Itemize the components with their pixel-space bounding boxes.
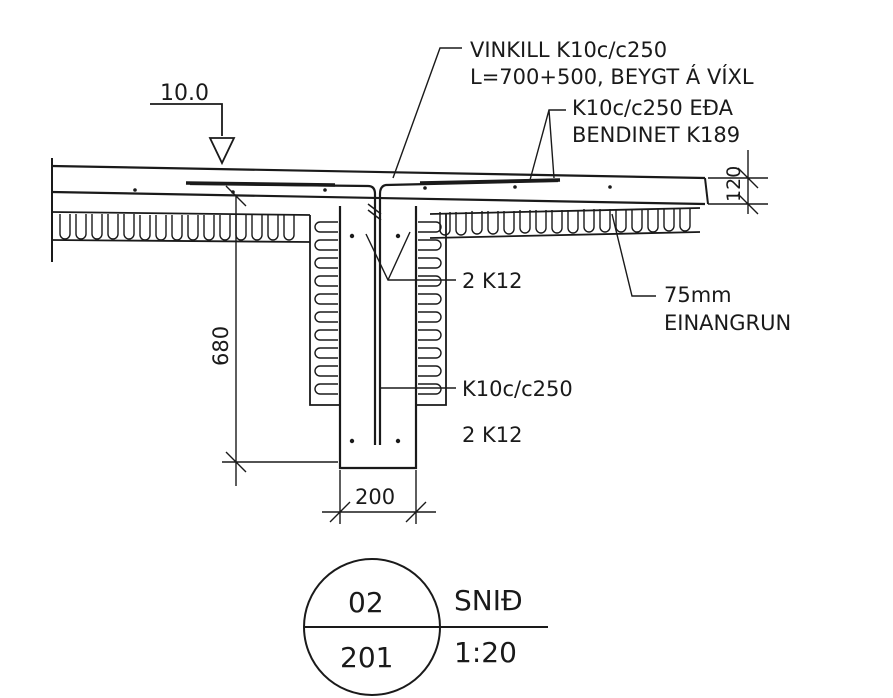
concrete-slab	[51, 158, 709, 262]
dimension-beam-depth: 680	[209, 185, 338, 486]
rebar-dot	[395, 438, 401, 444]
label-mesh-line2: BENDINET K189	[572, 123, 740, 147]
label-bars-bottom: 2 K12	[462, 423, 523, 447]
section-tag-number: 02	[348, 586, 384, 619]
label-stirrups: K10c/c250	[462, 377, 573, 401]
concrete-beam	[338, 206, 418, 470]
load-arrow: 10.0	[150, 81, 236, 166]
section-tag: 02 201 SNIÐ 1:20	[303, 558, 548, 696]
label-bars-top: 2 K12	[462, 269, 523, 293]
label-vinkill-line2: L=700+500, BEYGT Á VÍXL	[470, 64, 754, 89]
leader-lines	[365, 47, 656, 389]
rebar-dot	[423, 186, 427, 190]
label-insulation-line1: 75mm	[664, 283, 732, 307]
beam-insulation	[309, 214, 447, 406]
rebar-dot	[349, 438, 355, 444]
dimension-beam-depth-label: 680	[209, 326, 233, 366]
reinforcement	[133, 178, 612, 445]
rebar-dot	[349, 233, 355, 239]
rebar-dot	[395, 233, 401, 239]
dimension-slab-thickness: 120	[708, 150, 768, 215]
dimension-beam-width: 200	[322, 470, 436, 524]
label-insulation-line2: EINANGRUN	[664, 311, 791, 335]
load-value: 10.0	[160, 81, 209, 106]
section-tag-sheet: 201	[340, 641, 393, 674]
rebar-dot	[608, 185, 612, 189]
rebar-dot	[133, 188, 137, 192]
section-tag-scale: 1:20	[454, 636, 517, 669]
rebar-dot	[513, 185, 517, 189]
label-mesh-line1: K10c/c250 EÐA	[572, 96, 734, 120]
label-vinkill-line1: VINKILL K10c/c250	[470, 38, 667, 62]
rebar-dot	[323, 188, 327, 192]
section-tag-title: SNIÐ	[454, 584, 523, 617]
dimension-beam-width-label: 200	[355, 485, 395, 509]
slab-insulation	[51, 207, 701, 243]
dimension-slab-thickness-label: 120	[723, 166, 745, 202]
